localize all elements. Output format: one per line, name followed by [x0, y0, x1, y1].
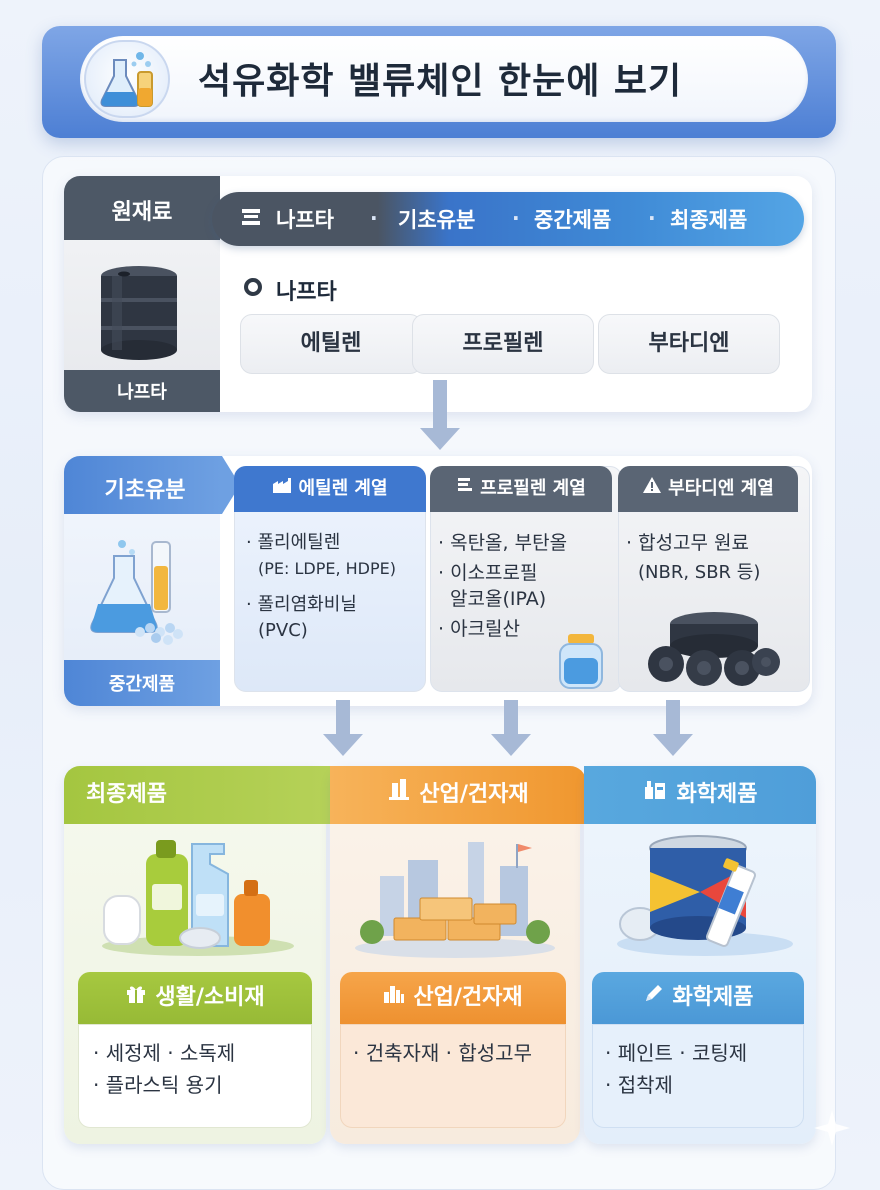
- flow-separator: ·: [370, 206, 378, 230]
- down-arrow-icon: [323, 734, 363, 756]
- list-item: · 세정제 · 소독제: [93, 1041, 236, 1065]
- industrial-sub-title: 산업/건자재: [413, 985, 523, 1010]
- chemical-products-title: 화학제품: [676, 782, 758, 807]
- industrial-sub-header: 산업/건자재: [340, 972, 566, 1024]
- flow-separator: ·: [648, 206, 656, 230]
- industrial-list: · 건축자재 · 합성고무: [340, 1024, 566, 1128]
- list-item: · 폴리에틸렌: [246, 532, 341, 553]
- factory-icon: [272, 466, 292, 512]
- flask-icon: [84, 40, 170, 118]
- list-item: · 페인트 · 코팅제: [605, 1041, 748, 1065]
- list-item: · 폴리염화비닐: [246, 594, 357, 615]
- building-icon: [387, 766, 411, 824]
- flow-step-naphtha: 나프타: [276, 208, 334, 232]
- intermediate-bottom-tab: [64, 660, 220, 706]
- flow-arrow-stem: [504, 700, 518, 736]
- gift-icon: [125, 972, 147, 1024]
- list-item-detail: 알코올(IPA): [450, 588, 547, 610]
- plant-icon: [456, 466, 474, 512]
- propylene-series-header: 프로필렌 계열: [430, 466, 612, 512]
- chemical-products-list: · 페인트 · 코팅제 · 접착제: [592, 1024, 804, 1128]
- flow-arrow-stem: [433, 380, 447, 430]
- chip-ethylene: 에틸렌: [240, 314, 422, 374]
- raw-material-bottom-label: 나프타: [117, 382, 167, 403]
- industrial-header: 산업/건자재: [330, 766, 586, 824]
- raw-material-tab: [64, 176, 220, 240]
- raw-material-bottom-tab: [64, 370, 220, 412]
- flow-arrow-stem: [336, 700, 350, 736]
- warning-icon: [642, 466, 662, 512]
- chemical-plant-icon: [643, 766, 669, 824]
- naphtha-sub-label: 나프타: [276, 280, 337, 305]
- page-title: 석유화학 밸류체인 한눈에 보기: [198, 61, 683, 102]
- lab-flask-icon: [82, 536, 202, 650]
- chip-propylene: 프로필렌: [412, 314, 594, 374]
- oil-barrel-icon: [94, 262, 184, 366]
- list-item: · 접착제: [605, 1073, 673, 1097]
- consumer-goods-sub-title: 생활/소비재: [155, 985, 265, 1010]
- butadiene-series-title: 부타디엔 계열: [668, 478, 774, 499]
- flow-step-final: 최종제품: [670, 208, 748, 232]
- list-item: · 아크릴산: [438, 618, 521, 640]
- list-item-detail: (NBR, SBR 등): [638, 562, 761, 583]
- list-item: · 옥탄올, 부탄올: [438, 532, 568, 554]
- flow-arrow-stem: [666, 700, 680, 736]
- chemical-products-header: 화학제품: [584, 766, 816, 824]
- value-chain-flow-bar: [212, 192, 804, 246]
- chemical-products-sub-header: 화학제품: [592, 972, 804, 1024]
- chip-butadiene: 부타디엔: [598, 314, 780, 374]
- flow-step-intermediate: 중간제품: [534, 208, 612, 232]
- basic-fraction-tab-label: 기초유분: [104, 478, 186, 503]
- list-item-detail: (PE: LDPE, HDPE): [258, 559, 396, 578]
- rubber-rolls-icon: [642, 604, 782, 692]
- cleaning-bottles-icon: [98, 834, 298, 962]
- ring-icon: [244, 278, 262, 296]
- city-icon: [383, 972, 405, 1024]
- paint-can-icon: [610, 832, 800, 962]
- document-icon: [240, 206, 262, 232]
- jar-icon: [556, 632, 606, 694]
- down-arrow-icon: [420, 428, 460, 450]
- ethylene-series-header: 에틸렌 계열: [234, 466, 426, 512]
- chemical-products-sub-title: 화학제품: [672, 985, 754, 1010]
- flow-separator: ·: [512, 206, 520, 230]
- list-item: · 합성고무 원료: [626, 532, 750, 554]
- consumer-goods-list: · 세정제 · 소독제 · 플라스틱 용기: [78, 1024, 312, 1128]
- final-products-header: 최종제품: [64, 766, 350, 824]
- intermediate-bottom-label: 중간제품: [108, 674, 176, 695]
- industrial-title: 산업/건자재: [419, 782, 529, 807]
- construction-materials-icon: [350, 836, 560, 964]
- flow-step-basic-fraction: 기초유분: [398, 208, 476, 232]
- header-title-pill: [80, 36, 808, 122]
- ethylene-series-title: 에틸렌 계열: [298, 478, 388, 499]
- raw-material-tab-label: 원재료: [111, 200, 173, 225]
- list-item: · 이소프로필: [438, 562, 538, 584]
- consumer-goods-sub-header: 생활/소비재: [78, 972, 312, 1024]
- sparkle-icon: [812, 1108, 852, 1152]
- pencil-icon: [643, 972, 665, 1024]
- down-arrow-icon: [653, 734, 693, 756]
- butadiene-series-header: 부타디엔 계열: [618, 466, 798, 512]
- list-item: · 건축자재 · 합성고무: [353, 1041, 532, 1065]
- list-item-detail: (PVC): [258, 620, 308, 641]
- down-arrow-icon: [491, 734, 531, 756]
- basic-fraction-tab: [64, 456, 222, 514]
- propylene-series-title: 프로필렌 계열: [480, 478, 586, 499]
- list-item: · 플라스틱 용기: [93, 1073, 223, 1097]
